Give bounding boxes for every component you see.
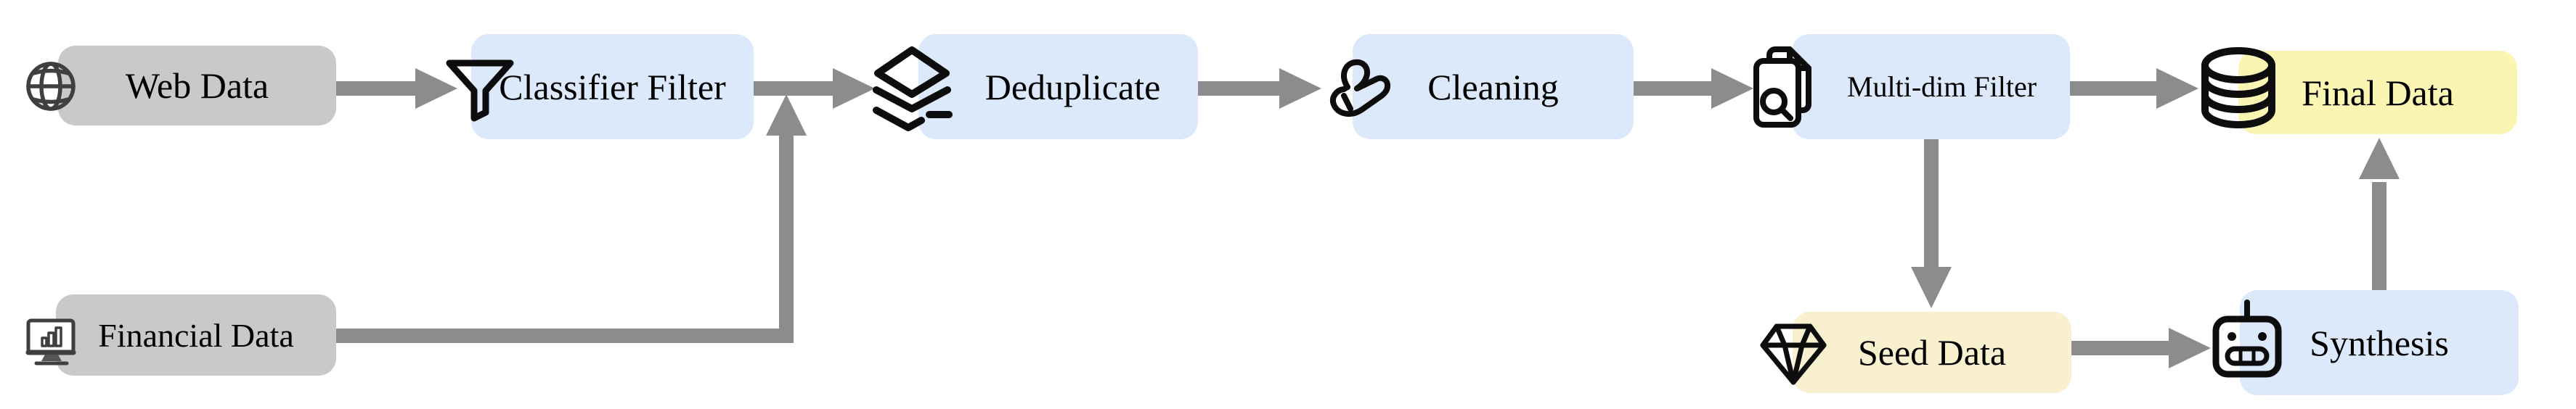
arrow-financial-to-merge-junction bbox=[336, 94, 807, 343]
robot-icon bbox=[2212, 299, 2282, 378]
node-synthesis: Synthesis bbox=[2240, 290, 2519, 395]
arrow-multidim-to-final bbox=[2070, 68, 2198, 109]
node-label: Deduplicate bbox=[985, 66, 1161, 107]
node-deduplicate: Deduplicate bbox=[918, 34, 1198, 139]
node-cleaning: Cleaning bbox=[1353, 34, 1634, 139]
funnel-icon bbox=[446, 59, 514, 122]
arrow-cleaning-to-multidim bbox=[1634, 68, 1753, 109]
monitor-chart-icon bbox=[25, 318, 76, 365]
node-label: Seed Data bbox=[1857, 332, 2007, 373]
node-label: Financial Data bbox=[98, 316, 294, 354]
node-label: Multi-dim Filter bbox=[1846, 70, 2037, 103]
arrow-synthesis-to-final bbox=[2359, 138, 2400, 290]
arrow-web-to-classifier bbox=[336, 68, 457, 109]
database-icon bbox=[2201, 47, 2275, 128]
gem-icon bbox=[1760, 323, 1827, 385]
node-label: Synthesis bbox=[2310, 322, 2449, 363]
layers-minus-icon bbox=[873, 46, 953, 131]
arrow-deduplicate-to-cleaning bbox=[1198, 68, 1321, 109]
arrow-classifier-to-deduplicate bbox=[754, 68, 875, 109]
arrow-seed-to-synthesis bbox=[2071, 328, 2211, 368]
node-label: Cleaning bbox=[1427, 66, 1559, 107]
file-search-icon bbox=[1753, 46, 1811, 128]
node-seed-data: Seed Data bbox=[1793, 312, 2071, 393]
brush-icon bbox=[1330, 59, 1391, 117]
arrow-multidim-to-seed bbox=[1911, 139, 1952, 308]
node-label: Web Data bbox=[125, 65, 269, 106]
node-label: Classifier Filter bbox=[499, 66, 726, 107]
node-web-data: Web Data bbox=[58, 46, 336, 125]
node-financial-data: Financial Data bbox=[56, 294, 336, 376]
node-label: Final Data bbox=[2302, 72, 2454, 113]
node-classifier-filter: Classifier Filter bbox=[471, 34, 754, 139]
globe-icon bbox=[26, 62, 76, 111]
node-final-data: Final Data bbox=[2238, 51, 2517, 134]
node-multi-dim-filter: Multi-dim Filter bbox=[1792, 34, 2070, 139]
